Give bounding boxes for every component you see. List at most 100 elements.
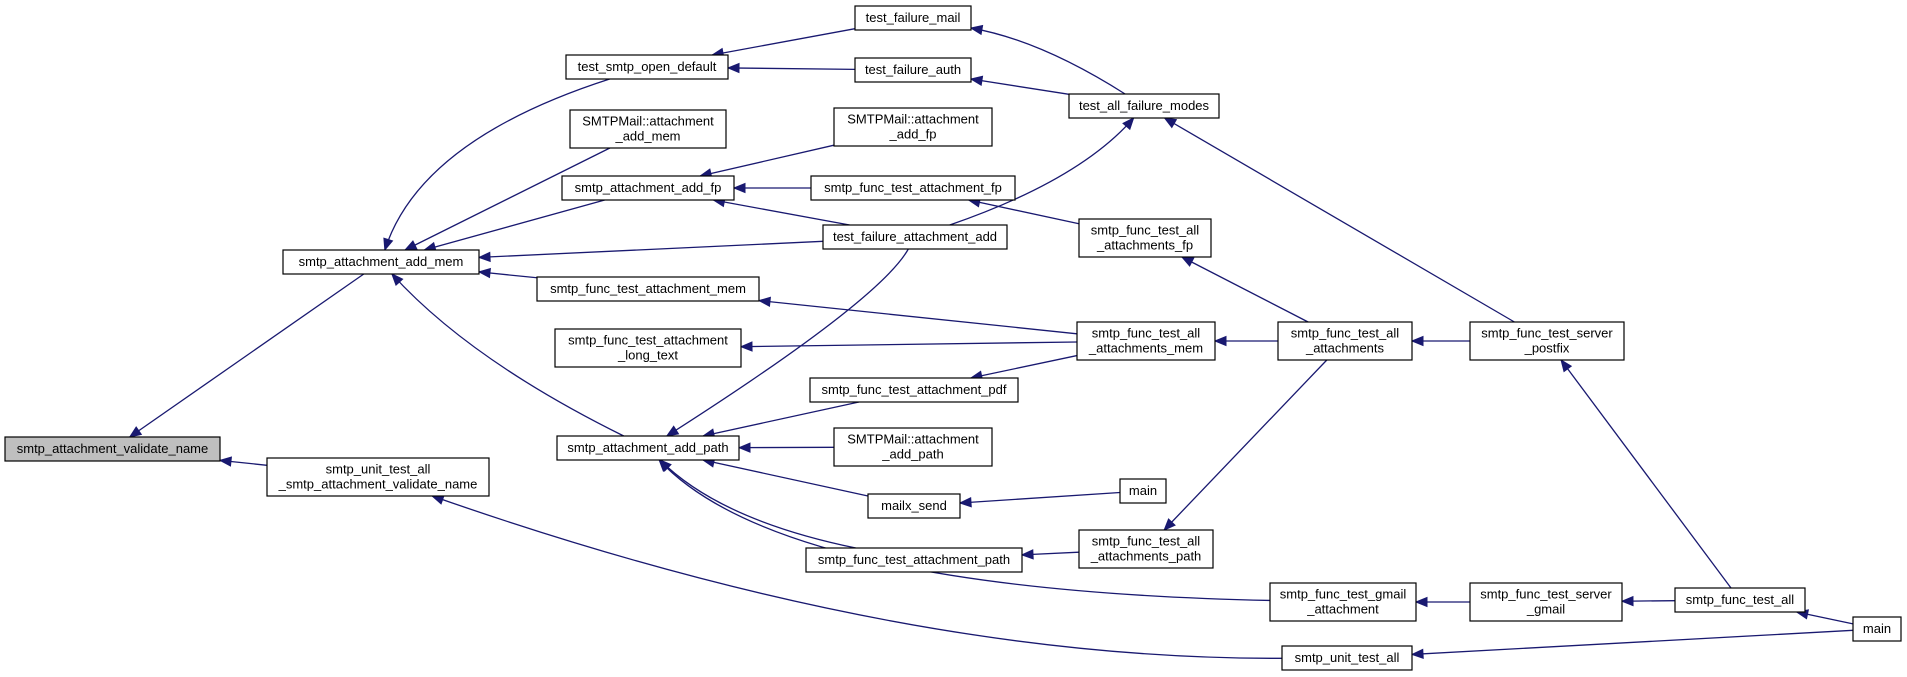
edge-arrowhead <box>969 75 984 86</box>
edge-arrowhead <box>1163 117 1178 129</box>
function-node[interactable]: smtp_func_test_attachment_long_text <box>554 328 742 368</box>
node-label: smtp_func_test_server <box>1480 587 1612 602</box>
call-edge <box>699 144 835 177</box>
node-label: smtp_attachment_add_fp <box>575 180 722 195</box>
function-node[interactable]: smtp_func_test_server_gmail <box>1469 582 1623 622</box>
edge-arrowhead <box>403 240 418 251</box>
function-node[interactable]: smtp_func_test_attachment_fp <box>810 175 1016 201</box>
node-label: _attachments <box>1305 341 1385 356</box>
call-edge <box>1181 256 1309 323</box>
node-label: _attachment <box>1306 602 1379 617</box>
call-edge <box>758 299 1078 335</box>
function-node[interactable]: SMTPMail::attachment_add_mem <box>569 109 727 149</box>
edge-arrowhead <box>1122 117 1135 131</box>
node-label: smtp_unit_test_all <box>326 462 431 477</box>
node-label: main <box>1863 621 1891 636</box>
edge-arrowhead <box>430 494 445 505</box>
root-function-node[interactable]: smtp_attachment_validate_name <box>4 436 221 462</box>
node-box <box>1078 218 1212 258</box>
edge-arrowhead <box>1180 256 1195 267</box>
edge-arrowhead <box>958 497 972 508</box>
node-label: _add_fp <box>889 127 937 142</box>
edge-arrowhead <box>969 24 984 36</box>
function-node[interactable]: SMTPMail::attachment_add_fp <box>833 107 993 147</box>
node-box <box>854 5 972 31</box>
function-node[interactable]: mailx_send <box>867 493 961 519</box>
node-label: _add_mem <box>614 129 680 144</box>
function-node[interactable]: smtp_attachment_add_mem <box>282 249 480 275</box>
function-node[interactable]: smtp_attachment_add_fp <box>561 175 735 201</box>
function-node[interactable]: smtp_attachment_add_path <box>556 435 740 461</box>
call-edge <box>740 341 1078 348</box>
function-node[interactable]: smtp_func_test_attachment_mem <box>536 276 760 302</box>
node-label: SMTPMail::attachment <box>847 112 979 127</box>
node-box <box>1469 321 1625 361</box>
function-node[interactable]: smtp_func_test_attachment_path <box>805 547 1023 573</box>
node-label: _postfix <box>1524 341 1570 356</box>
edge-arrowhead <box>1410 335 1424 347</box>
node-label: test_smtp_open_default <box>578 59 717 74</box>
edge-arrowhead <box>1213 335 1227 347</box>
node-box <box>266 457 490 497</box>
function-node[interactable]: smtp_func_test_all_attachments <box>1277 321 1413 361</box>
node-box <box>561 175 735 201</box>
function-node[interactable]: smtp_func_test_attachment_pdf <box>809 377 1019 403</box>
call-edge <box>129 273 365 438</box>
node-label: main <box>1129 483 1157 498</box>
edge-arrowhead <box>757 296 771 308</box>
node-label: mailx_send <box>881 498 947 513</box>
edge-arrowhead <box>477 251 491 263</box>
node-box <box>854 57 972 83</box>
call-edge <box>712 28 856 56</box>
node-box <box>282 249 480 275</box>
node-box <box>822 224 1008 250</box>
node-label: smtp_func_test_gmail <box>1280 587 1407 602</box>
node-box <box>833 427 993 467</box>
node-box <box>1852 616 1902 642</box>
function-node[interactable]: smtp_func_test_all_attachments_path <box>1078 529 1214 569</box>
function-node[interactable]: main <box>1119 478 1167 504</box>
node-label: test_failure_attachment_add <box>833 229 997 244</box>
node-label: _long_text <box>617 348 678 363</box>
function-node[interactable]: smtp_func_test_gmail_attachment <box>1269 582 1417 622</box>
node-label: smtp_func_test_attachment_mem <box>550 281 746 296</box>
node-label: smtp_attachment_add_mem <box>299 254 464 269</box>
function-node[interactable]: smtp_func_test_all_attachments_mem <box>1076 321 1216 361</box>
call-edge <box>391 273 625 437</box>
node-box <box>536 276 760 302</box>
call-edge <box>1163 359 1328 531</box>
call-edge <box>431 495 1283 659</box>
function-node[interactable]: main <box>1852 616 1902 642</box>
edge-arrowhead <box>218 456 232 467</box>
node-box <box>1119 478 1167 504</box>
function-node[interactable]: test_failure_mail <box>854 5 972 31</box>
function-node[interactable]: smtp_unit_test_all <box>1281 645 1413 671</box>
function-node[interactable]: test_failure_auth <box>854 57 972 83</box>
node-label: smtp_func_test_attachment_path <box>818 552 1010 567</box>
function-node[interactable]: smtp_unit_test_all_smtp_attachment_valid… <box>266 457 490 497</box>
call-edge <box>478 240 824 259</box>
node-label: test_all_failure_modes <box>1079 98 1210 113</box>
function-node[interactable]: smtp_func_test_all <box>1674 587 1806 613</box>
node-label: _attachments_mem <box>1088 341 1203 356</box>
node-box <box>569 109 727 149</box>
edge-arrowhead <box>391 273 404 287</box>
function-node[interactable]: test_failure_attachment_add <box>822 224 1008 250</box>
function-node[interactable]: test_all_failure_modes <box>1068 93 1220 119</box>
function-node[interactable]: SMTPMail::attachment_add_path <box>833 427 993 467</box>
function-node[interactable]: smtp_func_test_server_postfix <box>1469 321 1625 361</box>
node-box <box>1277 321 1413 361</box>
call-edge <box>970 354 1078 379</box>
edge-arrowhead <box>128 426 143 438</box>
node-label: smtp_func_test_attachment_pdf <box>821 382 1006 397</box>
call-edge <box>970 27 1126 95</box>
node-label: smtp_func_test_attachment_fp <box>824 180 1002 195</box>
call-edge <box>702 401 860 437</box>
edge-arrowhead <box>1020 549 1034 560</box>
function-node[interactable]: smtp_func_test_all_attachments_fp <box>1078 218 1212 258</box>
edge-arrowhead <box>665 425 680 437</box>
function-node[interactable]: test_smtp_open_default <box>565 54 729 80</box>
call-edge <box>384 78 610 251</box>
node-label: test_failure_mail <box>866 10 961 25</box>
node-box <box>867 493 961 519</box>
